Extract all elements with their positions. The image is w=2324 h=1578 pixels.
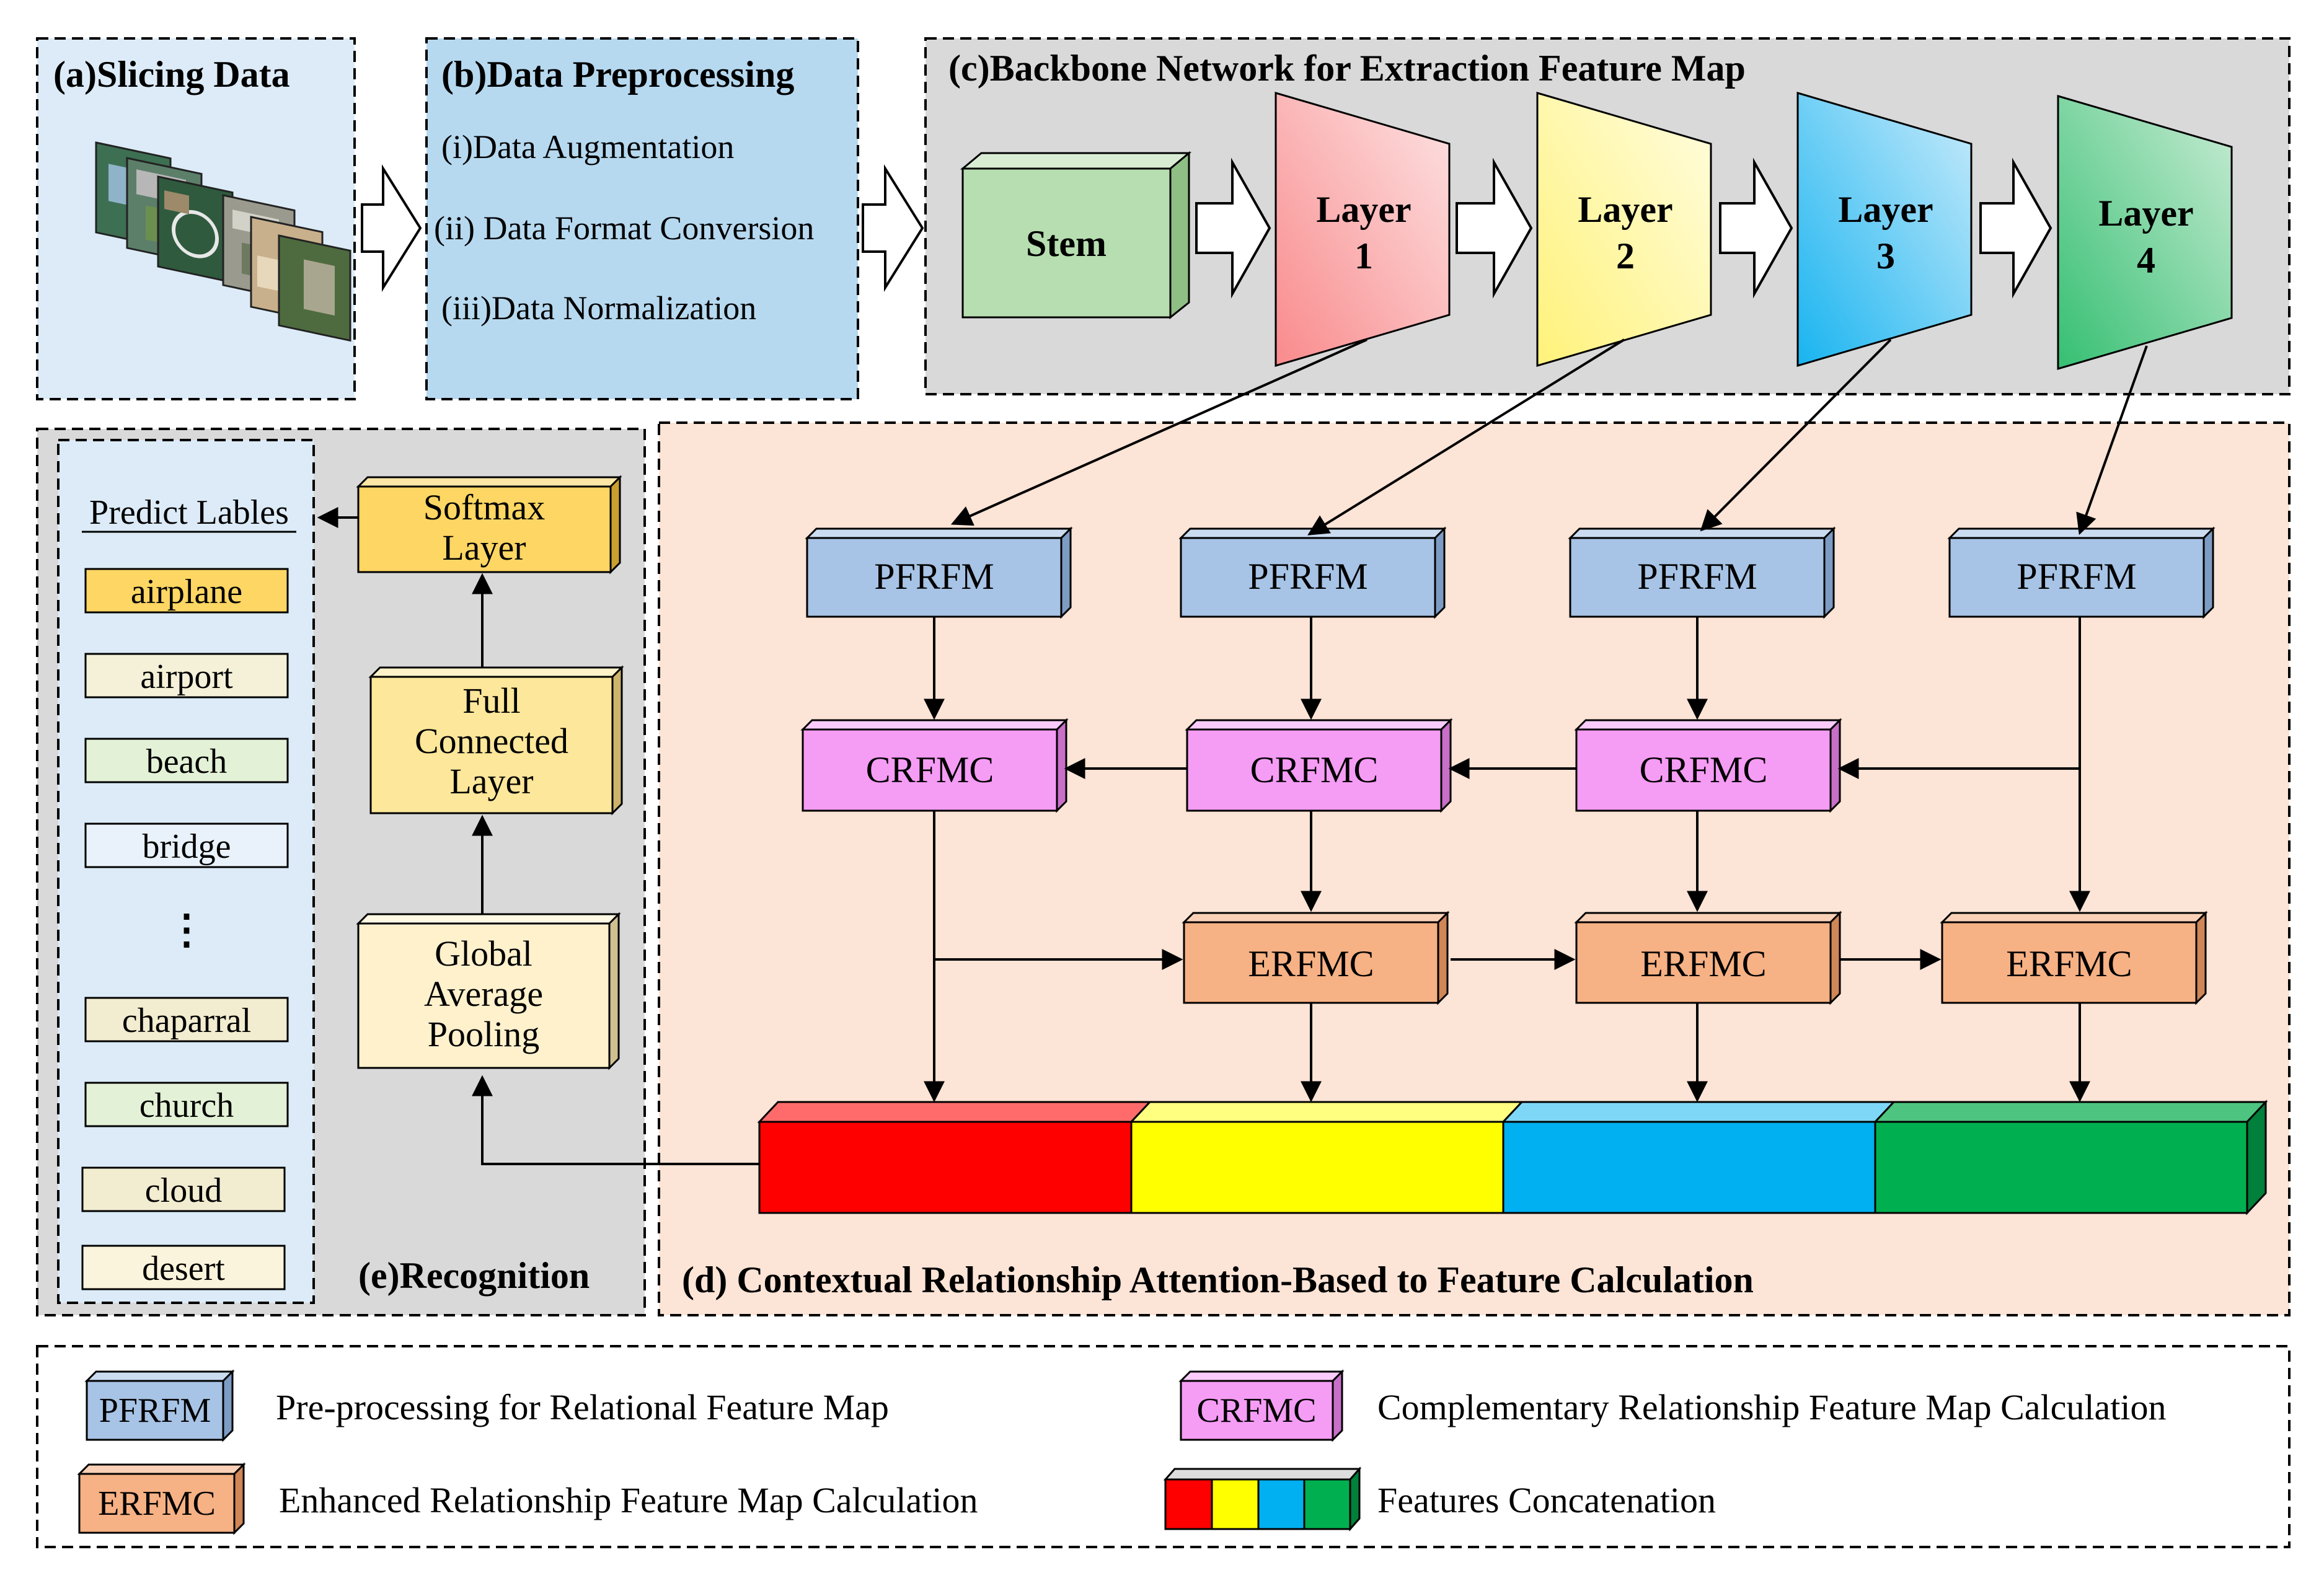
concat-segment-yellow xyxy=(1129,1101,1524,1123)
panel-d-title: (d) Contextual Relationship Attention-Ba… xyxy=(682,1259,1754,1300)
pfrfm-3-label: PFRFM xyxy=(1637,556,1757,597)
legend-pfrfm: PFRFM Pre-processing for Relational Feat… xyxy=(84,1369,889,1442)
panel-d-connectors xyxy=(472,338,2148,1165)
label-desert: desert xyxy=(81,1245,286,1290)
label-beach: beach xyxy=(84,738,289,783)
svg-text:cloud: cloud xyxy=(145,1171,222,1210)
panel-b-item-3: (iii)Data Normalization xyxy=(441,289,756,327)
softmax-label-1: Softmax xyxy=(423,487,546,527)
svg-text:airplane: airplane xyxy=(131,573,242,611)
erfmc-1: ERFMC xyxy=(1182,910,1450,1005)
concat-bar xyxy=(757,1100,2268,1215)
concat-segment-green xyxy=(1873,1101,2268,1123)
panel-b xyxy=(425,37,859,400)
erfmc-3-label: ERFMC xyxy=(2006,943,2132,984)
global-average-pooling-block: Global Average Pooling xyxy=(356,912,621,1070)
panel-b-item-2: (ii) Data Format Conversion xyxy=(434,209,814,247)
crfmc-1: CRFMC xyxy=(800,718,1069,813)
legend-erfmc: ERFMC Enhanced Relationship Feature Map … xyxy=(77,1462,978,1535)
svg-text:ERFMC: ERFMC xyxy=(98,1484,216,1523)
panel-e-connectors xyxy=(317,507,493,914)
crfmc-3-label: CRFMC xyxy=(1640,749,1768,790)
fc-label-1: Full xyxy=(462,681,521,721)
pfrfm-4-label: PFRFM xyxy=(2017,556,2136,597)
crfmc-2-label: CRFMC xyxy=(1250,749,1379,790)
predict-labels: Predict Lables airplane airport beach br… xyxy=(81,493,296,1290)
gap-label-3: Pooling xyxy=(428,1014,540,1054)
layer-2-number: 2 xyxy=(1616,236,1635,276)
slice-images: ... xyxy=(95,141,351,342)
predict-ellipsis: ⋮ xyxy=(166,907,207,953)
crfmc-3: CRFMC xyxy=(1574,718,1842,813)
svg-text:bridge: bridge xyxy=(142,827,231,866)
legend-pfrfm-text: Pre-processing for Relational Feature Ma… xyxy=(276,1387,889,1427)
legend-panel xyxy=(36,1345,2291,1548)
label-church: church xyxy=(84,1082,289,1127)
layer-1-number: 1 xyxy=(1354,236,1373,276)
backbone-layer-1: Layer 1 xyxy=(1275,91,1451,368)
svg-text:beach: beach xyxy=(146,743,228,781)
label-airport: airport xyxy=(84,653,289,699)
gap-label-1: Global xyxy=(435,933,532,974)
svg-text:PFRFM: PFRFM xyxy=(99,1391,211,1430)
layer-2-label: Layer xyxy=(1578,189,1672,230)
backbone-layer-4: Layer 4 xyxy=(2057,94,2233,371)
label-chaparral: chaparral xyxy=(84,997,289,1042)
legend-crfmc: CRFMC Complementary Relationship Feature… xyxy=(1178,1369,2167,1442)
pfrfm-2: PFRFM xyxy=(1178,526,1447,619)
erfmc-3: ERFMC xyxy=(1940,910,2208,1005)
backbone-layer-2: Layer 2 xyxy=(1536,91,1712,368)
pfrfm-1: PFRFM xyxy=(805,526,1073,619)
layer-3-number: 3 xyxy=(1876,236,1895,276)
legend-concat-text: Features Concatenation xyxy=(1377,1480,1716,1520)
fc-label-3: Layer xyxy=(449,761,533,801)
erfmc-1-label: ERFMC xyxy=(1248,943,1374,984)
svg-text:church: church xyxy=(139,1087,234,1125)
predict-labels-header: Predict Lables xyxy=(89,493,289,532)
panel-b-item-1: (i)Data Augmentation xyxy=(441,128,734,165)
concat-segment-red xyxy=(757,1101,1152,1123)
label-cloud: cloud xyxy=(81,1166,286,1212)
crfmc-2: CRFMC xyxy=(1185,718,1453,813)
fc-label-2: Connected xyxy=(415,721,568,761)
gap-label-2: Average xyxy=(424,974,543,1014)
layer-4-number: 4 xyxy=(2137,240,2155,281)
softmax-layer-block: Softmax Layer xyxy=(356,475,622,575)
svg-text:chaparral: chaparral xyxy=(122,1002,251,1040)
layer-1-label: Layer xyxy=(1316,189,1411,230)
svg-text:desert: desert xyxy=(142,1250,225,1288)
layer-3-label: Layer xyxy=(1838,189,1933,230)
crfmc-1-label: CRFMC xyxy=(866,749,994,790)
legend-crfmc-text: Complementary Relationship Feature Map C… xyxy=(1377,1387,2167,1427)
label-airplane: airplane xyxy=(84,568,289,614)
fully-connected-block: Full Connected Layer xyxy=(368,665,624,816)
svg-text:airport: airport xyxy=(140,658,233,696)
pfrfm-3: PFRFM xyxy=(1568,526,1836,619)
flow-arrows xyxy=(361,157,2052,299)
pfrfm-4: PFRFM xyxy=(1947,526,2216,619)
softmax-label-2: Layer xyxy=(442,527,526,568)
panel-b-title: (b)Data Preprocessing xyxy=(441,54,794,95)
panel-e-title: (e)Recognition xyxy=(358,1255,590,1296)
stem-block: Stem xyxy=(960,151,1192,320)
erfmc-2-label: ERFMC xyxy=(1640,943,1766,984)
pfrfm-1-label: PFRFM xyxy=(874,556,994,597)
backbone-layer-3: Layer 3 xyxy=(1796,91,1973,368)
label-bridge: bridge xyxy=(84,822,289,868)
svg-text:CRFMC: CRFMC xyxy=(1197,1391,1317,1430)
layer-4-label: Layer xyxy=(2098,193,2193,234)
stem-label: Stem xyxy=(1026,223,1107,264)
legend-concat: Features Concatenation xyxy=(1163,1466,1716,1532)
erfmc-2: ERFMC xyxy=(1574,910,1842,1005)
concat-segment-blue xyxy=(1501,1101,1896,1123)
panel-a-title: (a)Slicing Data xyxy=(53,54,290,95)
panel-c-title: (c)Backbone Network for Extraction Featu… xyxy=(948,48,1746,89)
legend-erfmc-text: Enhanced Relationship Feature Map Calcul… xyxy=(279,1480,978,1520)
legend: PFRFM Pre-processing for Relational Feat… xyxy=(77,1369,2167,1535)
pfrfm-2-label: PFRFM xyxy=(1248,556,1367,597)
